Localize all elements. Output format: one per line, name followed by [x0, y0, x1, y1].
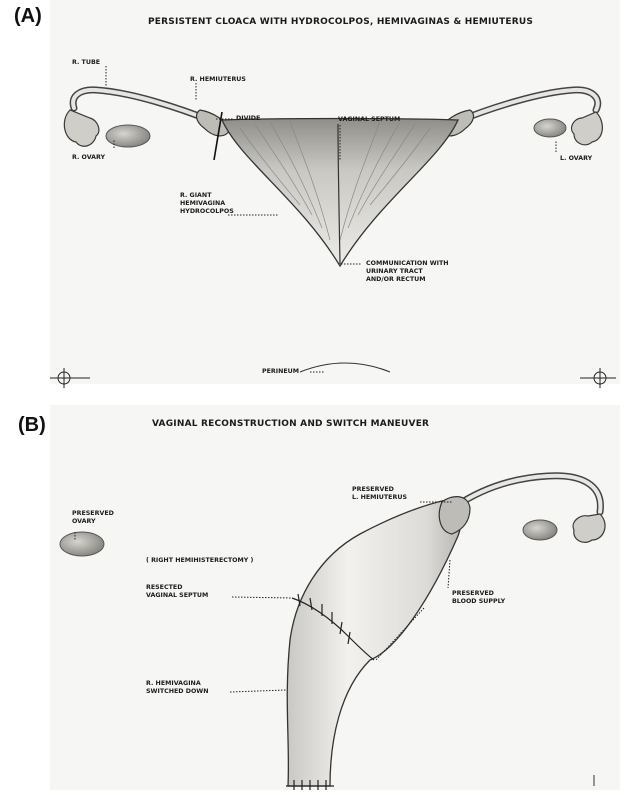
l-ovary [534, 119, 566, 137]
perineum-curve [300, 363, 390, 372]
label-r-giant-hemivagina: HEMIVAGINA [180, 200, 225, 208]
b-hemiuterus [439, 497, 470, 534]
crop-mark-right [580, 368, 616, 388]
label-r-giant-hydrocolpos: HYDROCOLPOS [180, 208, 234, 216]
label-preserved-ovary-1: PRESERVED [72, 510, 114, 518]
label-r-ovary: R. OVARY [72, 154, 105, 162]
label-preserved-l-hemiuterus-2: L. HEMIUTERUS [352, 494, 407, 502]
label-communication: COMMUNICATION WITH [366, 260, 449, 268]
b-l-ovary [523, 520, 557, 540]
label-perineum: PERINEUM [262, 368, 299, 376]
label-urinary-tract: URINARY TRACT [366, 268, 423, 276]
b-vagina-body [287, 500, 461, 786]
r-tube [73, 90, 214, 122]
label-r-tube: R. TUBE [72, 59, 100, 67]
label-preserved-l-hemiuterus-1: PRESERVED [352, 486, 394, 494]
label-switched-1: R. HEMIVAGINA [146, 680, 201, 688]
label-r-hemiuterus: R. HEMIUTERUS [190, 76, 246, 84]
label-preserved-blood-1: PRESERVED [452, 590, 494, 598]
label-right-hemihisterectomy: ( RIGHT HEMIHISTERECTOMY ) [146, 557, 253, 565]
label-resected-1: RESECTED [146, 584, 182, 592]
b-preserved-ovary [60, 532, 104, 556]
label-resected-2: VAGINAL SEPTUM [146, 592, 208, 600]
panel-b-title: VAGINAL RECONSTRUCTION AND SWITCH MANEUV… [152, 419, 429, 429]
label-divide: DIVIDE [236, 115, 260, 123]
crop-mark-left [50, 368, 90, 388]
label-vaginal-septum: VAGINAL SEPTUM [338, 116, 400, 124]
l-fimbria [572, 112, 603, 145]
b-l-fimbria [573, 514, 605, 542]
r-ovary [106, 125, 150, 147]
label-l-ovary: L. OVARY [560, 155, 592, 163]
label-switched-2: SWITCHED DOWN [146, 688, 209, 696]
label-r-giant: R. GIANT [180, 192, 212, 200]
label-rectum: AND/OR RECTUM [366, 276, 426, 284]
label-preserved-blood-2: BLOOD SUPPLY [452, 598, 505, 606]
r-fimbria [64, 110, 99, 146]
l-tube [456, 90, 598, 122]
panel-a-title: PERSISTENT CLOACA WITH HYDROCOLPOS, HEMI… [148, 17, 533, 27]
label-preserved-ovary-2: OVARY [72, 518, 96, 526]
